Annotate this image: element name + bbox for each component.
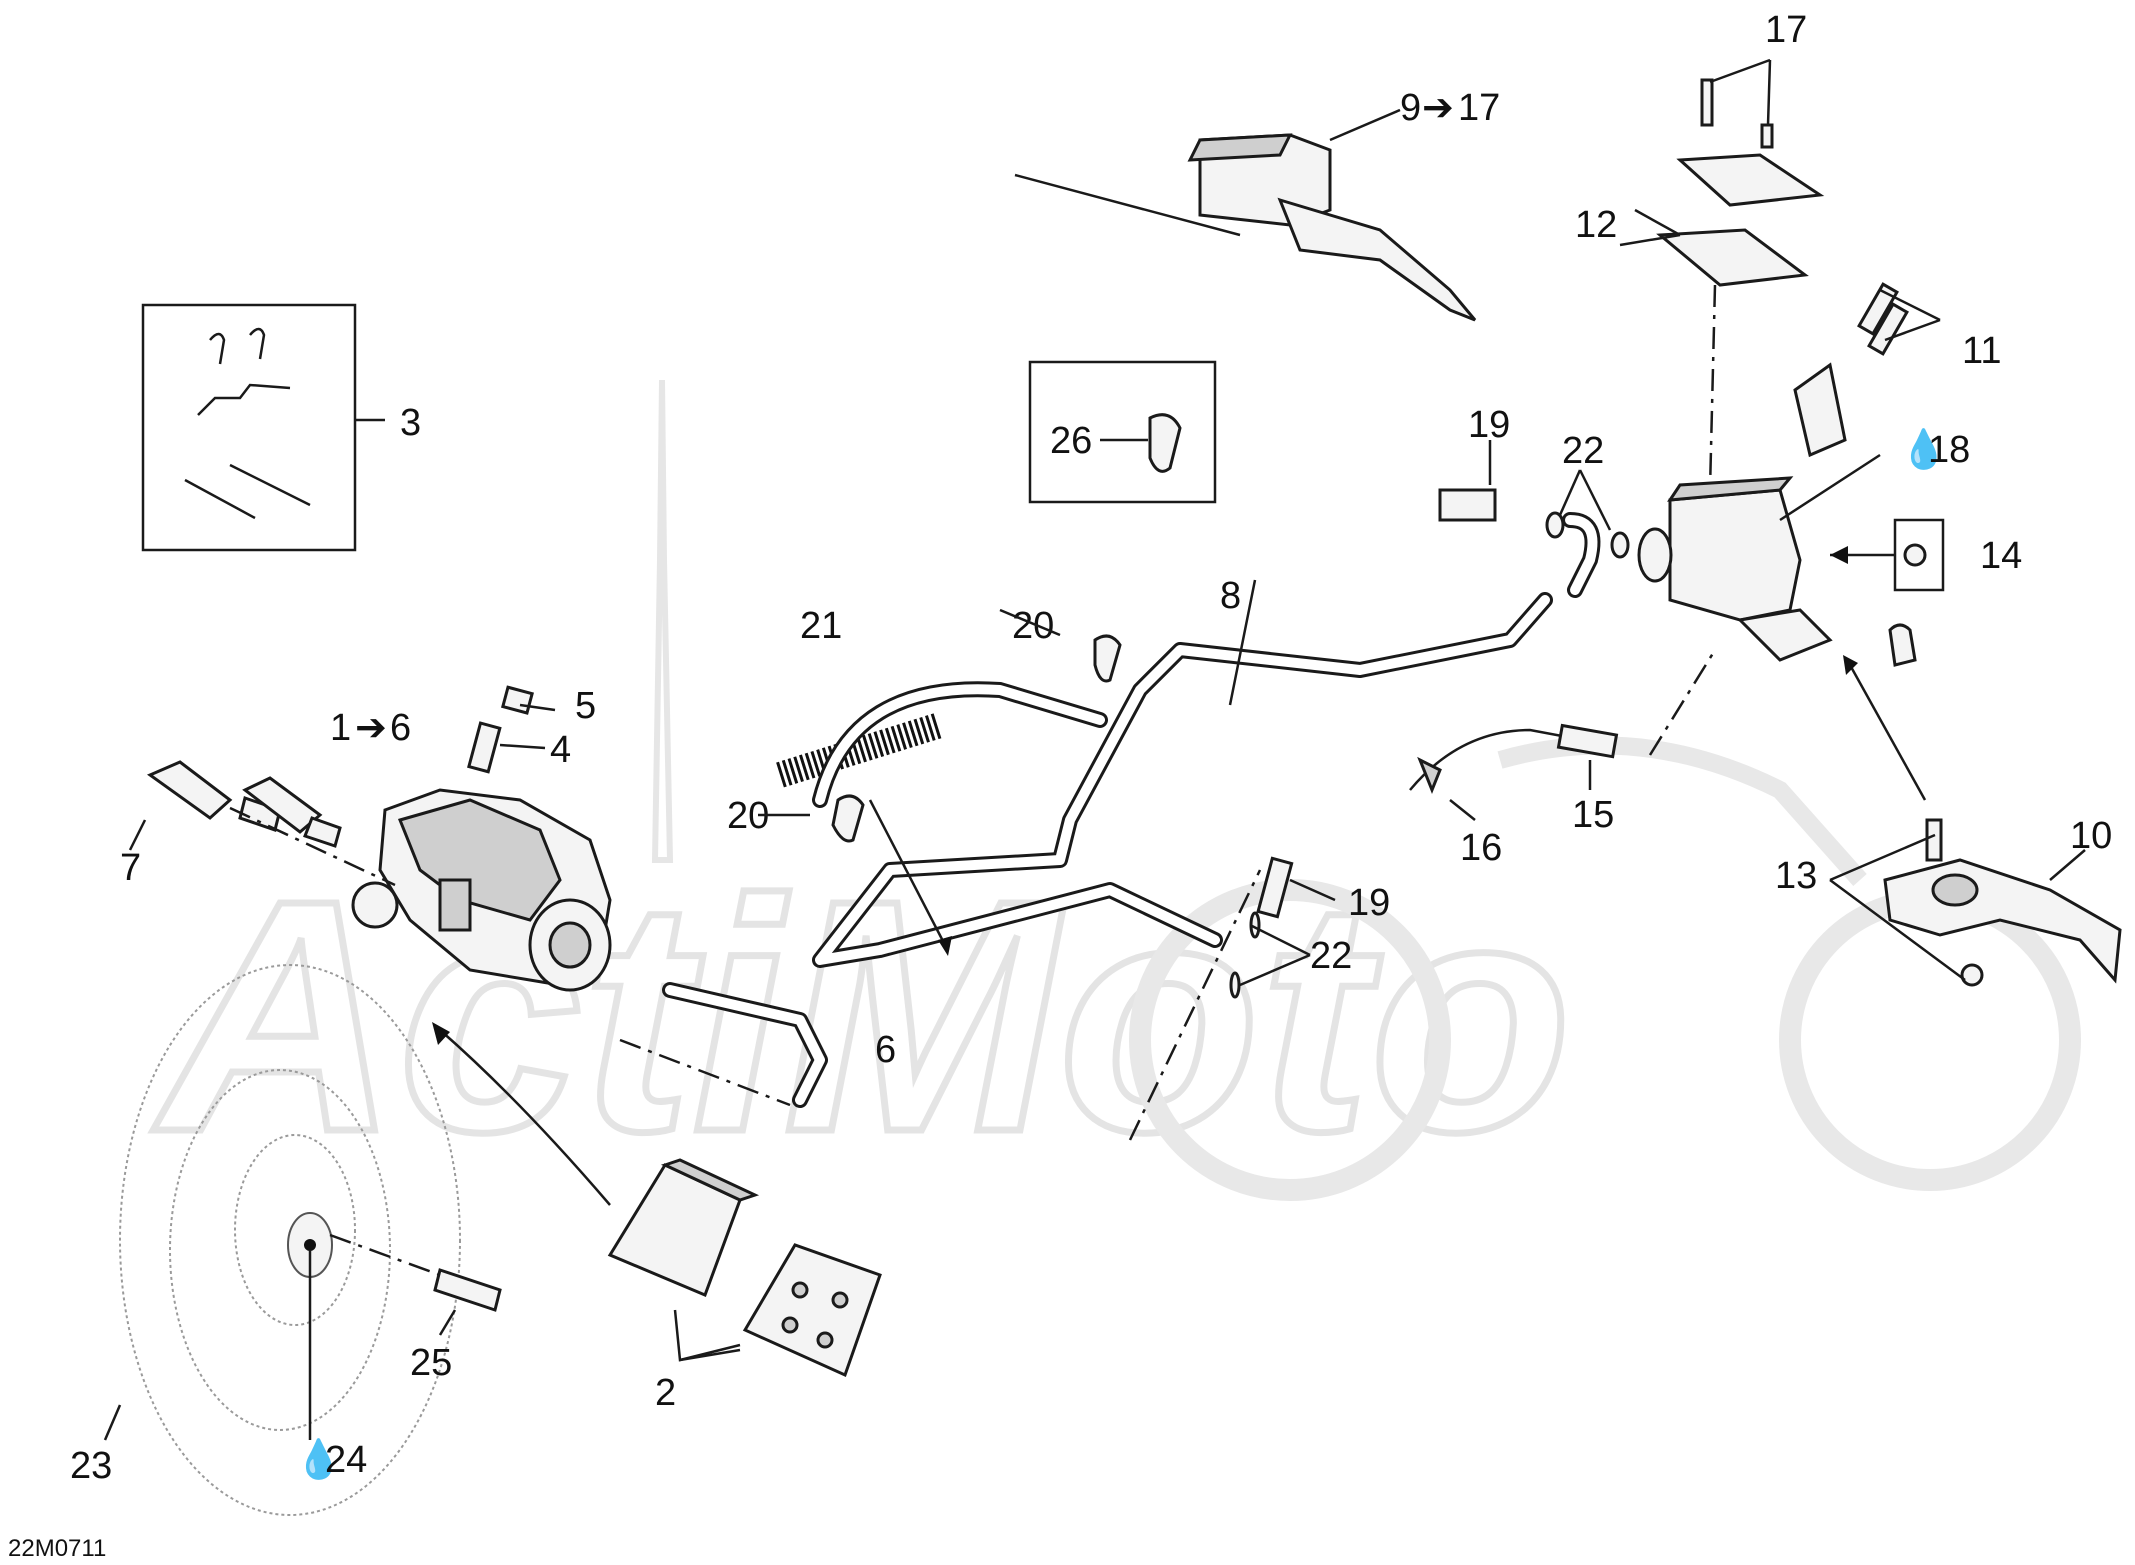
bleeder-screw xyxy=(467,685,556,774)
callout-20-upper: 20 xyxy=(1012,605,1054,647)
callout-labels: 1 ➔ 6 2 3 4 5 6 7 8 9 ➔ 17 10 11 12 13 1… xyxy=(70,9,2112,1487)
callout-4: 4 xyxy=(550,729,571,771)
leader-lines xyxy=(103,608,1336,1441)
hose-guard xyxy=(776,634,1122,956)
callout-22-lower: 22 xyxy=(1310,935,1352,977)
master-cylinder-assembly-top xyxy=(1014,108,1477,322)
callout-13: 13 xyxy=(1775,855,1817,897)
callout-6: 6 xyxy=(875,1029,896,1071)
upper-banjo-fitting xyxy=(1438,440,1630,598)
callout-15: 15 xyxy=(1572,794,1614,836)
callout-18: 18 xyxy=(1928,429,1970,471)
fluid-drop-icon: 💧 xyxy=(1900,427,1947,471)
reservoir-seal-box xyxy=(1830,518,1945,592)
callout-2: 2 xyxy=(655,1372,676,1414)
callout-12: 12 xyxy=(1575,204,1617,246)
reservoir-cover xyxy=(1619,58,1825,491)
callout-19-lower: 19 xyxy=(1348,882,1390,924)
brake-hose xyxy=(812,579,1553,968)
callout-23: 23 xyxy=(70,1445,112,1487)
callout-16: 16 xyxy=(1460,827,1502,869)
brake-pads xyxy=(432,1022,882,1378)
hub-key xyxy=(329,1233,502,1312)
callout-9: 9 xyxy=(1400,87,1421,129)
callout-21: 21 xyxy=(800,605,842,647)
callout-1: 1 xyxy=(330,707,351,749)
fluid-drop-icon: 💧 xyxy=(295,1437,342,1481)
callout-11: 11 xyxy=(1962,330,2001,372)
callout-5: 5 xyxy=(575,685,596,727)
callout-1-range: 6 xyxy=(390,707,411,749)
caliper-bolts xyxy=(128,760,396,887)
callout-17: 17 xyxy=(1765,9,1807,51)
master-cylinder xyxy=(1637,282,1941,667)
hardware-kit-box xyxy=(141,303,385,552)
crossover-tube xyxy=(619,982,828,1108)
right-arrow-icon: ➔ xyxy=(355,707,387,749)
callout-9-range: 17 xyxy=(1458,87,1500,129)
callout-14: 14 xyxy=(1980,535,2022,577)
clamp-box xyxy=(1028,360,1217,504)
callout-22-upper: 22 xyxy=(1562,430,1604,472)
callout-19-upper: 19 xyxy=(1468,404,1510,446)
callout-10: 10 xyxy=(2070,815,2112,857)
callout-26: 26 xyxy=(1050,420,1092,462)
brake-caliper xyxy=(351,788,612,992)
diagram-code: 22M0711 xyxy=(8,1535,106,1562)
brake-lever xyxy=(1829,655,2122,987)
callout-3: 3 xyxy=(400,402,421,444)
callout-8: 8 xyxy=(1220,575,1241,617)
lower-banjo-fitting xyxy=(1128,856,1294,1141)
callout-24: 24 xyxy=(325,1439,367,1481)
brake-light-switch xyxy=(1409,649,1717,821)
callout-7: 7 xyxy=(120,847,141,889)
right-arrow-icon: ➔ xyxy=(1422,87,1454,129)
callout-25: 25 xyxy=(410,1342,452,1384)
